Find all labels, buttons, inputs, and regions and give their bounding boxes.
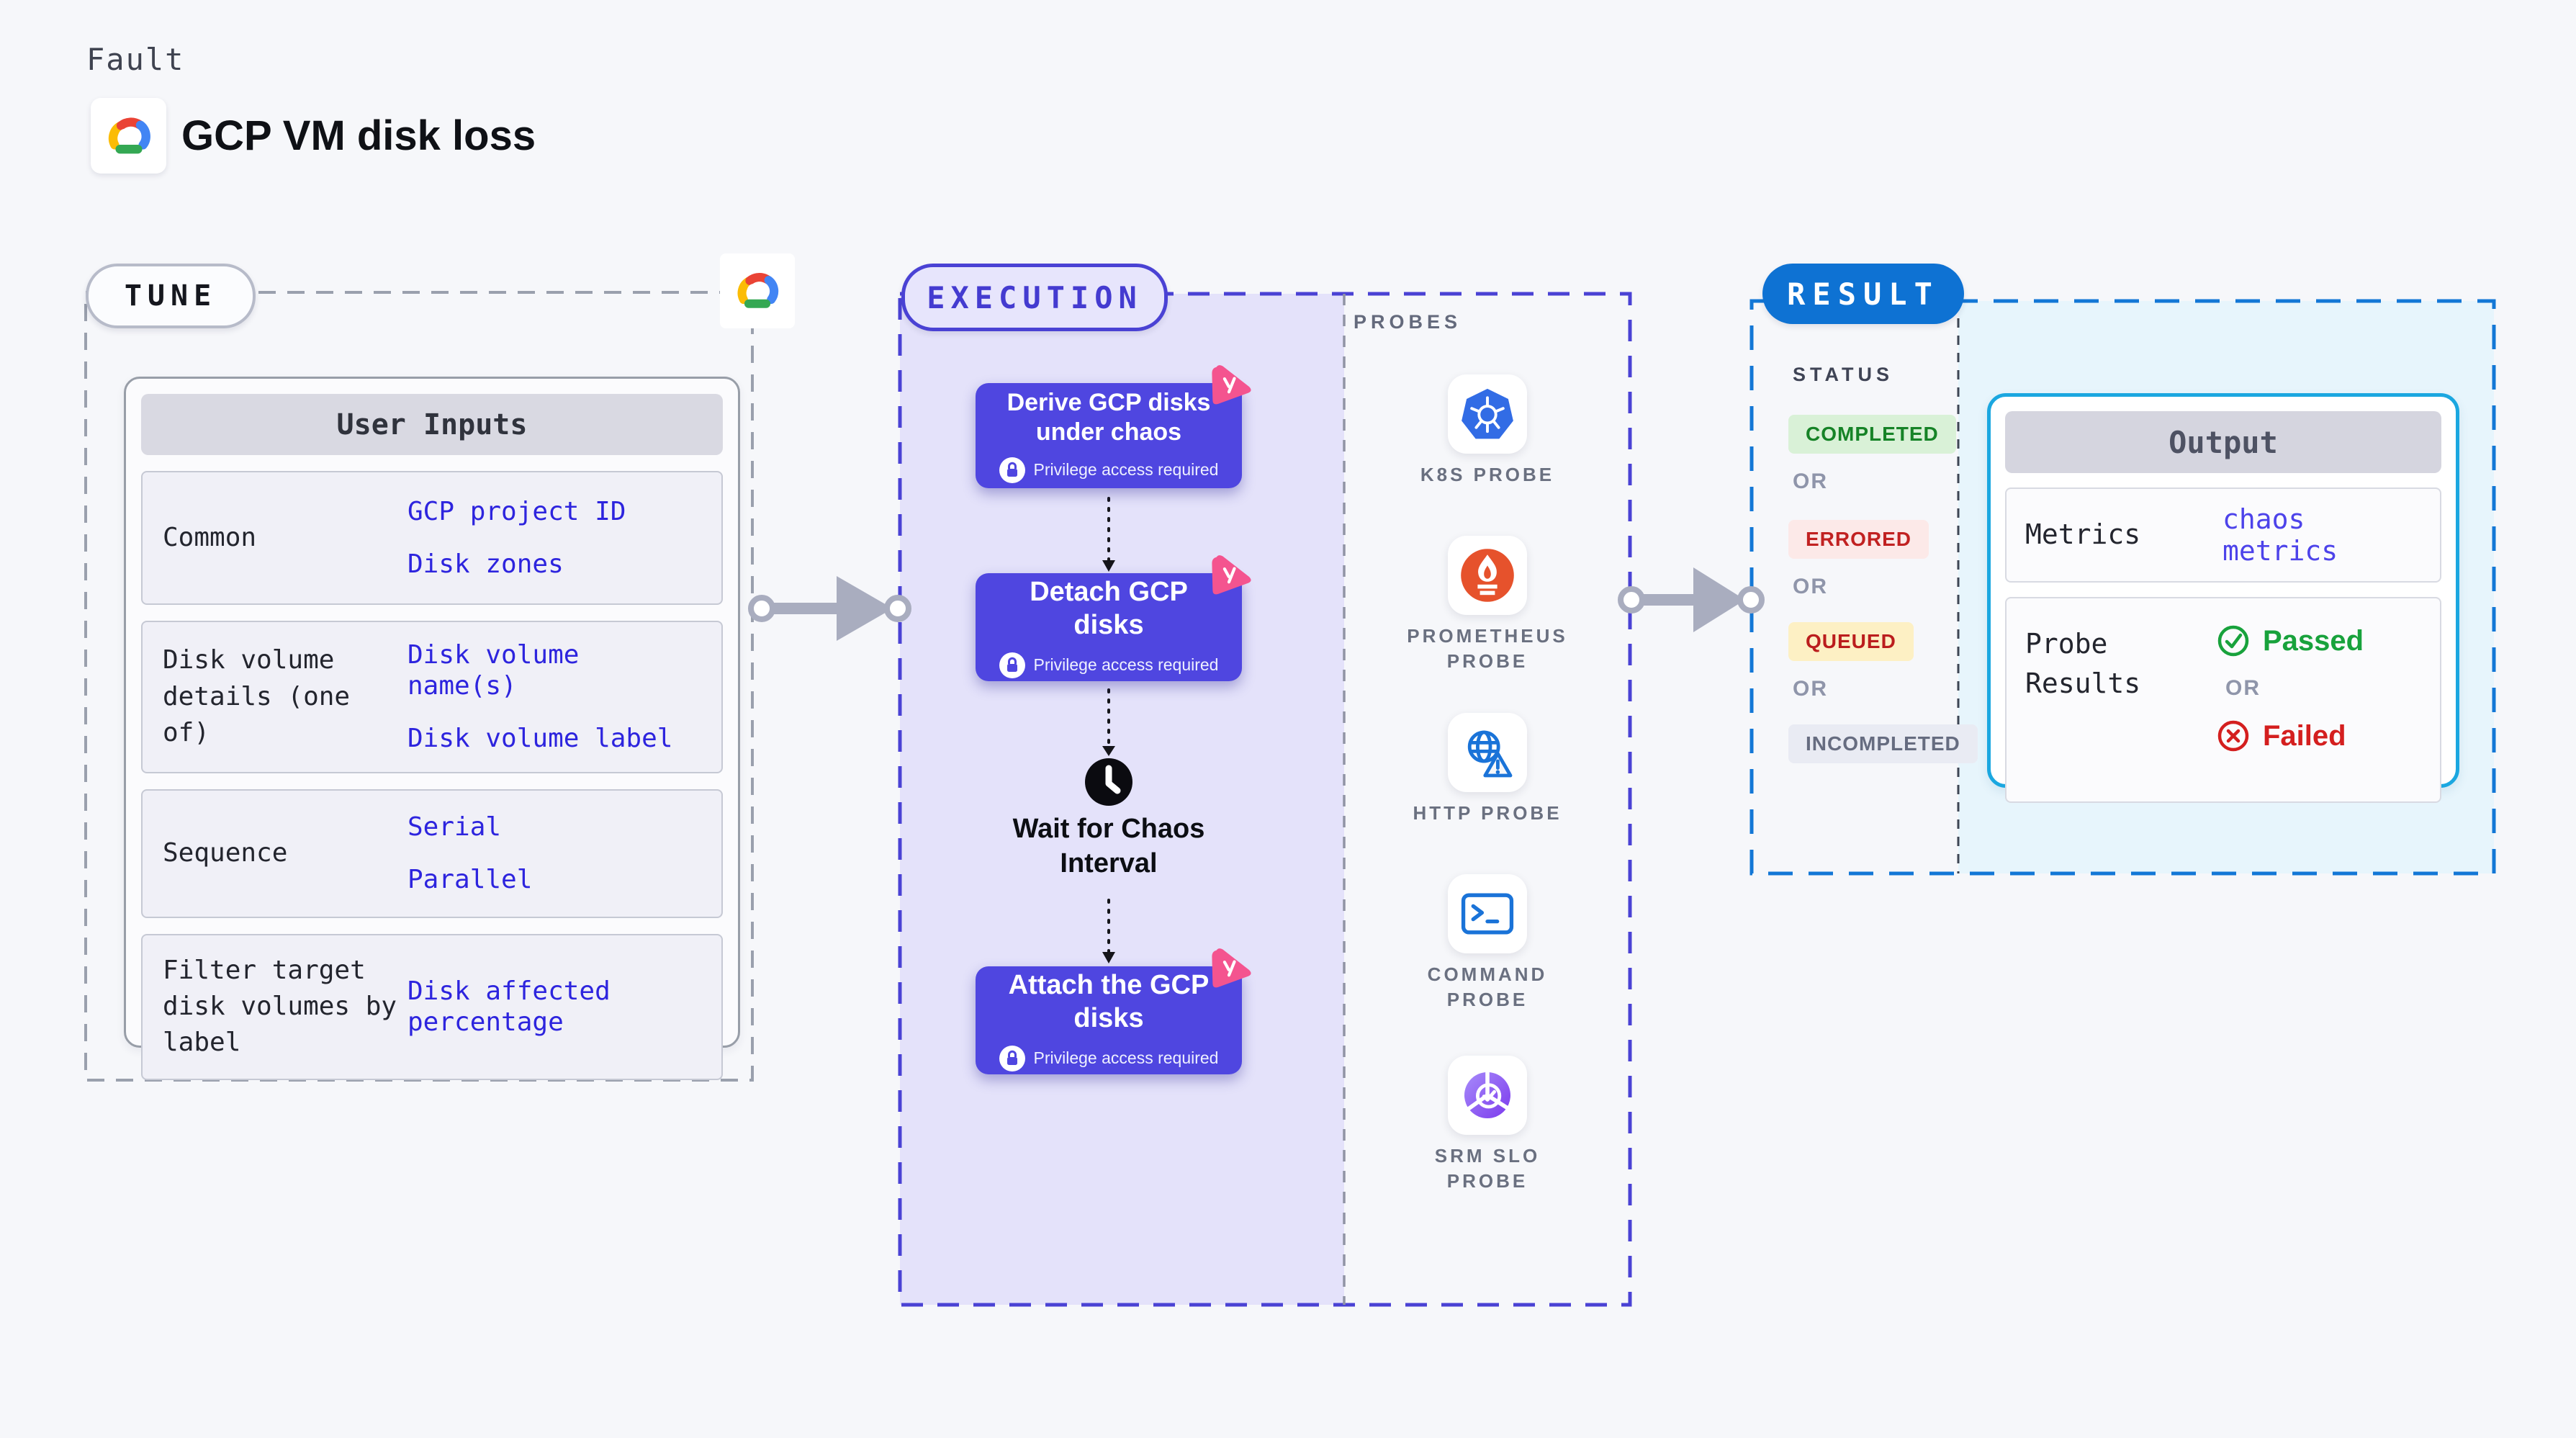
status-heading: STATUS <box>1793 364 1893 385</box>
step-connector-arrowheads <box>1102 560 1115 963</box>
gcp-logo-box <box>91 98 166 174</box>
output-card: Output Metrics chaos metrics Probe Resul… <box>1987 393 2459 803</box>
output-metrics-row: Metrics chaos metrics <box>2005 487 2441 583</box>
input-value: Disk zones <box>407 549 564 579</box>
tune-badge: TUNE <box>86 264 256 328</box>
probe-k8s <box>1448 374 1527 454</box>
step-title: Detach GCP disks <box>1030 577 1188 640</box>
input-value: Disk affected percentage <box>407 976 611 1038</box>
check-circle-icon <box>2217 625 2249 657</box>
privilege-note: Privilege access required <box>1033 460 1219 480</box>
clock-icon <box>1085 758 1132 806</box>
step-derive-gcp-disks: Derive GCP disks under chaos Privilege a… <box>976 365 1251 488</box>
wait-for-chaos-interval-label: Wait for Chaos Interval <box>1012 814 1205 878</box>
probe-srm-slo <box>1448 1056 1527 1135</box>
step-detach-gcp-disks: Detach GCP disks Privilege access requir… <box>976 555 1251 681</box>
tune-dashed-border <box>84 291 754 1082</box>
lock-icon <box>999 457 1025 483</box>
user-inputs-header: User Inputs <box>141 394 723 455</box>
privilege-note: Privilege access required <box>1033 1048 1219 1068</box>
gcp-cloud-icon <box>108 117 150 153</box>
step-title: Derive GCP disks under chaos <box>1006 389 1211 446</box>
input-row-label: Common <box>163 522 257 552</box>
input-value: GCP project ID <box>407 496 626 526</box>
probe-result-passed: Passed <box>2217 624 2364 657</box>
privilege-note: Privilege access required <box>1033 655 1219 675</box>
status-badge-incompleted: INCOMPLETED <box>1788 724 1978 763</box>
wait-clock-node <box>1085 758 1132 806</box>
input-row-label: Sequence <box>163 837 288 868</box>
input-row-filter-by-label: Filter target disk volumes by label Disk… <box>141 933 723 1080</box>
probe-http <box>1448 713 1527 792</box>
kubernetes-icon <box>1462 388 1513 439</box>
terminal-icon <box>1461 893 1514 935</box>
step-attach-gcp-disks: Attach the GCP disks Privilege access re… <box>976 948 1251 1074</box>
probe-label-srm-slo: SRM SLO PROBE <box>1434 1145 1541 1192</box>
globe-warning-icon <box>1467 730 1513 778</box>
input-value: Serial <box>407 812 502 842</box>
gcp-cloud-icon <box>737 273 779 308</box>
status-badge-errored: ERRORED <box>1788 520 1929 559</box>
input-value: Parallel <box>407 865 533 895</box>
user-inputs-card: User Inputs Common GCP project ID Disk z… <box>124 377 740 1080</box>
page-title: GCP VM disk loss <box>181 112 536 159</box>
input-row-disk-volume-details: Disk volume details (one of) Disk volume… <box>141 621 723 773</box>
output-header: Output <box>2005 411 2441 473</box>
probe-results-label: Probe Results <box>2025 628 2141 700</box>
tune-corner-gcp-logo <box>720 253 795 328</box>
metrics-label: Metrics <box>2025 518 2141 551</box>
probe-prometheus <box>1448 536 1527 615</box>
input-row-label: Filter target disk volumes by label <box>163 955 397 1058</box>
output-probe-results-row: Probe Results Passed OR Failed <box>2005 597 2441 803</box>
fault-kicker: Fault <box>86 42 185 77</box>
status-badge-completed: COMPLETED <box>1788 415 1956 454</box>
prometheus-icon <box>1461 549 1514 602</box>
status-or-separator: OR <box>1793 469 1828 493</box>
x-circle-icon <box>2217 720 2249 752</box>
result-badge: RESULT <box>1762 264 1964 324</box>
litmus-chaos-icon <box>1212 948 1251 988</box>
execution-badge: EXECUTION <box>901 264 1168 331</box>
probe-label-k8s: K8S PROBE <box>1420 464 1555 485</box>
input-row-common: Common GCP project ID Disk zones <box>141 471 723 605</box>
litmus-chaos-icon <box>1212 365 1251 405</box>
execution-dashed-border <box>898 292 1632 1307</box>
lock-icon <box>999 652 1025 678</box>
input-row-sequence: Sequence Serial Parallel <box>141 788 723 918</box>
probe-result-or-separator: OR <box>2225 676 2261 700</box>
lock-icon <box>999 1045 1025 1071</box>
input-row-label: Disk volume details (one of) <box>163 645 351 747</box>
metrics-value: chaos metrics <box>2223 503 2338 567</box>
probe-label-http: HTTP PROBE <box>1413 802 1562 824</box>
slo-donut-check-icon <box>1464 1071 1510 1118</box>
status-badge-queued: QUEUED <box>1788 622 1914 661</box>
step-title: Attach the GCP disks <box>1008 970 1210 1033</box>
probe-result-failed: Failed <box>2217 719 2364 752</box>
arrow-execution-to-result <box>1618 567 1765 632</box>
probe-command <box>1448 874 1527 953</box>
litmus-chaos-icon <box>1212 555 1251 595</box>
failed-label: Failed <box>2263 719 2346 752</box>
status-or-separator: OR <box>1793 575 1828 598</box>
input-value: Disk volume label <box>407 724 673 754</box>
status-or-separator: OR <box>1793 677 1828 701</box>
probe-label-command: COMMAND PROBE <box>1427 963 1548 1011</box>
probes-heading: PROBES <box>1354 311 1462 333</box>
probe-label-prometheus: PROMETHEUS PROBE <box>1407 625 1568 673</box>
passed-label: Passed <box>2263 624 2364 657</box>
arrow-tune-to-execution <box>748 576 911 641</box>
input-value: Disk volume name(s) <box>407 640 580 701</box>
